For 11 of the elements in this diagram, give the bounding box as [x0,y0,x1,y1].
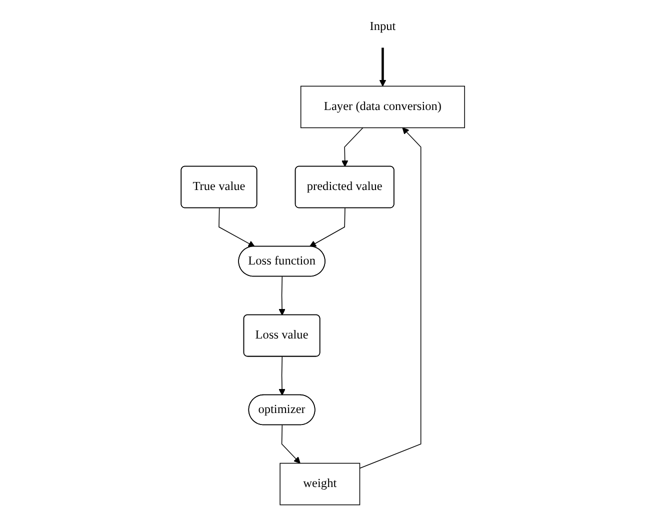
arrow [358,127,421,469]
arrow [309,208,345,247]
arrow [341,127,363,167]
node-box: Layer (data conversion) [300,86,465,128]
arrow [278,276,286,316]
arrow [218,208,255,247]
node-box: weight [279,462,360,506]
node-text: Input [369,20,396,34]
arrow [378,48,386,86]
arrow [278,356,286,396]
arrow [281,424,300,464]
